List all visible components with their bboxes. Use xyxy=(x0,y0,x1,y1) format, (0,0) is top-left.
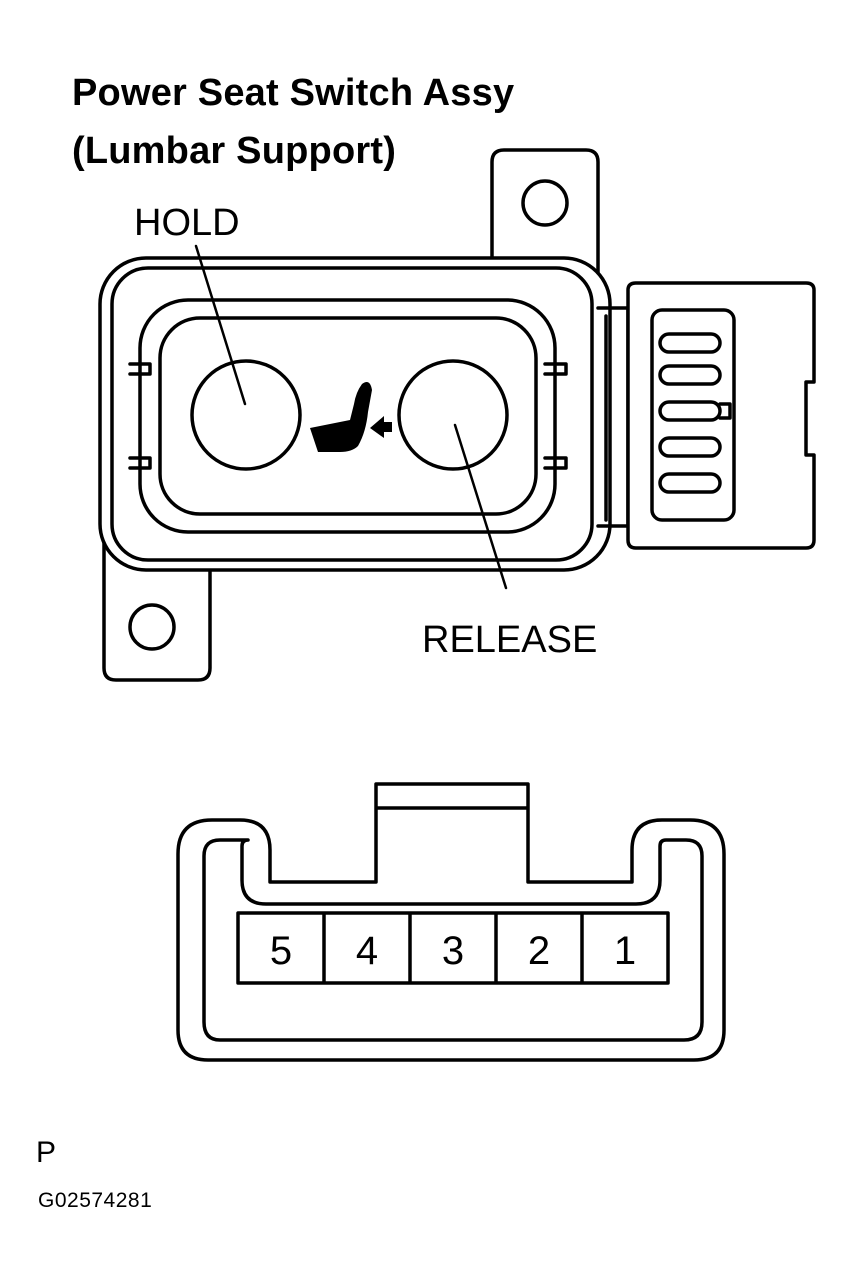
switch-housing-inner xyxy=(110,266,594,562)
side-connector-housing xyxy=(626,281,816,550)
diagram-title: Power Seat Switch Assy xyxy=(72,72,515,114)
pin-1-label: 1 xyxy=(614,929,636,973)
pin-3-label: 3 xyxy=(442,929,464,973)
side-connector-face xyxy=(650,308,736,522)
bottom-mounting-tab xyxy=(102,538,212,682)
hold-label: HOLD xyxy=(134,202,240,244)
button-bezel-outer xyxy=(138,298,557,534)
button-bezel-inner xyxy=(158,316,538,516)
release-button xyxy=(397,359,509,471)
pin-5-label: 5 xyxy=(270,929,292,973)
pin-2-label: 2 xyxy=(528,929,550,973)
connector-housing-outer xyxy=(176,782,726,1062)
figure-code: G02574281 xyxy=(38,1189,153,1212)
release-label: RELEASE xyxy=(422,619,598,661)
lumbar-seat-icon xyxy=(310,382,392,452)
bottom-mounting-hole xyxy=(128,603,176,651)
pin-4-label: 4 xyxy=(356,929,378,973)
hold-leader-line xyxy=(194,244,247,406)
view-letter: P xyxy=(36,1136,57,1169)
pin-cell-group xyxy=(236,911,670,985)
hold-button xyxy=(190,359,302,471)
release-leader-line xyxy=(453,423,508,590)
diagram-subtitle: (Lumbar Support) xyxy=(72,130,397,172)
top-mounting-hole xyxy=(521,179,569,227)
top-mounting-tab xyxy=(490,148,600,302)
connector-housing-inner xyxy=(202,838,704,1042)
